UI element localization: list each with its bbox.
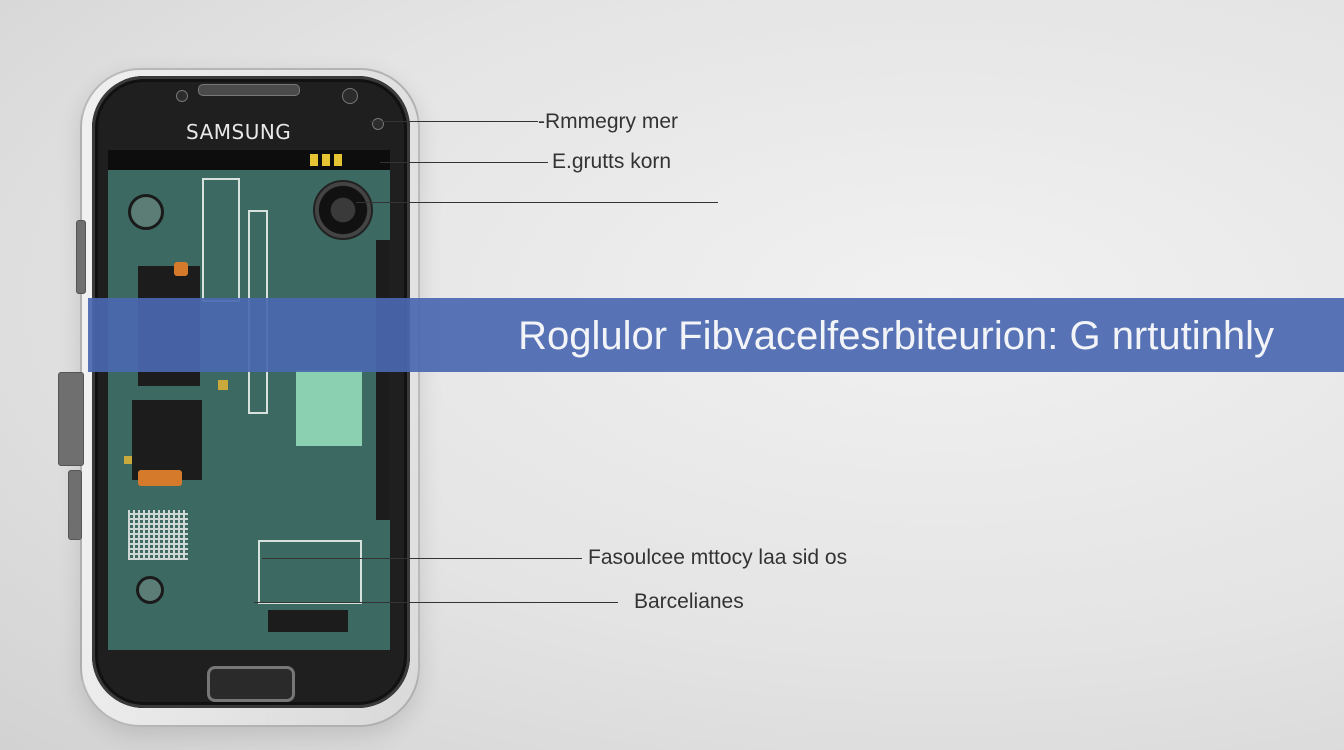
earpiece-speaker <box>198 84 300 96</box>
board-connector-ring <box>136 576 164 604</box>
status-strip <box>108 150 390 170</box>
volume-key <box>58 372 84 466</box>
front-camera-icon <box>342 88 358 104</box>
callout-label: Fasoulcee mttocy laa sid os <box>588 546 848 569</box>
callout-leader-line <box>262 558 582 559</box>
home-button <box>207 666 295 702</box>
board-trace <box>258 540 362 604</box>
status-led <box>334 154 342 166</box>
rear-camera-icon <box>313 180 373 240</box>
front-sensor-icon <box>176 90 188 102</box>
banner-title: Roglulor Fibvacelfesrbiteurion: G nrtuti… <box>518 314 1274 358</box>
board-connector-ring <box>128 194 164 230</box>
board-trace <box>202 178 240 302</box>
side-key-lower <box>68 470 82 540</box>
board-chip <box>376 240 390 520</box>
callout-leader-line <box>356 202 718 203</box>
title-banner: Roglulor Fibvacelfesrbiteurion: G nrtuti… <box>88 298 1344 372</box>
board-pad <box>218 380 228 390</box>
board-component <box>138 470 182 486</box>
callout-label: Barcelianes <box>634 590 744 613</box>
board-grid-array <box>128 510 188 560</box>
callout-leader-line <box>380 162 548 163</box>
status-led <box>322 154 330 166</box>
board-battery-area <box>296 370 362 446</box>
status-led <box>310 154 318 166</box>
board-chip <box>268 610 348 632</box>
circuit-board <box>108 170 390 650</box>
board-component <box>174 262 188 276</box>
side-key-upper <box>76 220 86 294</box>
board-chip <box>132 400 202 480</box>
proximity-sensor-icon <box>372 118 384 130</box>
board-pad <box>124 456 132 464</box>
callout-leader-line <box>370 121 538 122</box>
callout-label: -Rmmegry mer <box>538 110 678 133</box>
callout-label: E.grutts korn <box>552 150 672 173</box>
callout-leader-line <box>254 602 618 603</box>
phone-brand-logo: SAMSUNG <box>186 120 292 144</box>
